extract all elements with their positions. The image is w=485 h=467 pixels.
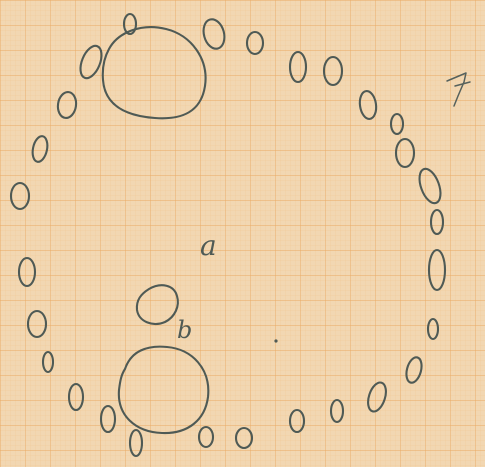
label-b: b [177,316,192,344]
pencil-dot [274,339,277,342]
label-a: a [200,229,217,262]
